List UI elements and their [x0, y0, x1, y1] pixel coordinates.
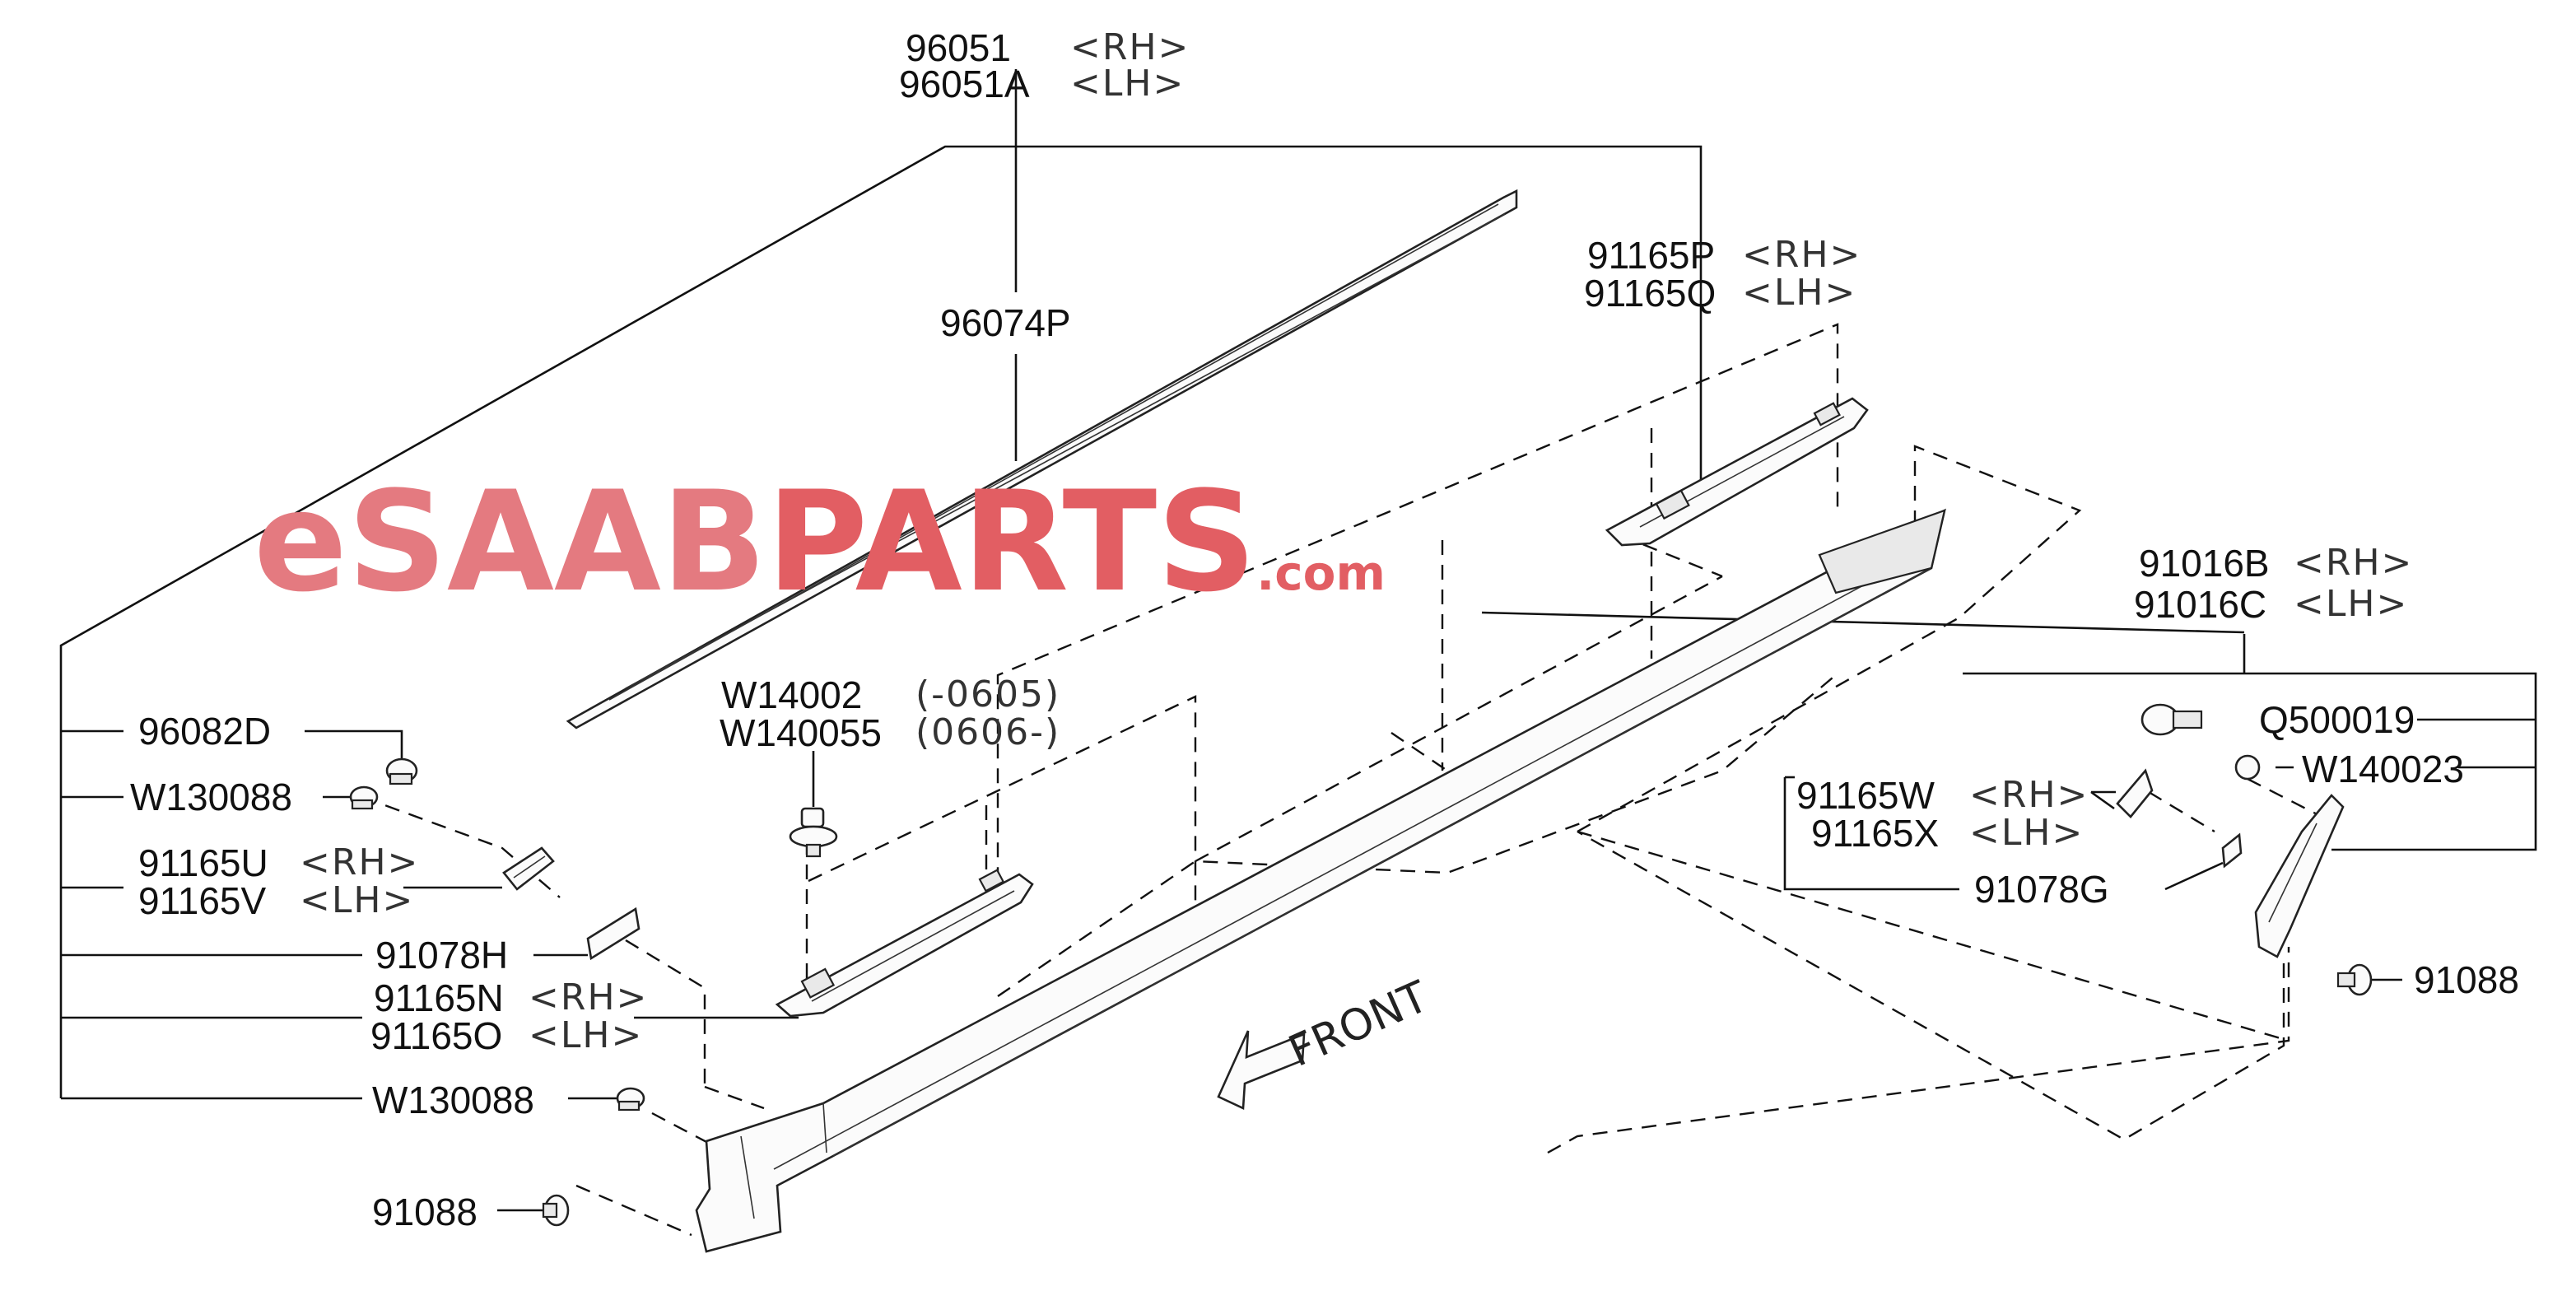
label-91078H: 91078H [375, 934, 508, 976]
label-96074P: 96074P [940, 301, 1071, 344]
logo-prefix: e [254, 461, 347, 622]
label-91016C: 91016C [2134, 583, 2266, 626]
logo-brand-grey: SAAB [347, 461, 766, 622]
label-91165Q-side: <LH> [1742, 272, 1856, 314]
label-91016C-side: <LH> [2294, 583, 2408, 625]
label-96051A-side: <LH> [1070, 63, 1185, 105]
label-91165W-side: <RH> [1969, 774, 2089, 816]
label-91165O: 91165O [370, 1014, 502, 1057]
label-91165U-side: <RH> [300, 841, 419, 883]
label-96051A: 96051A [899, 63, 1030, 105]
logo-suffix: .com [1256, 545, 1386, 601]
label-91165V-side: <LH> [300, 879, 414, 921]
front-label: FRONT [1282, 972, 1436, 1077]
label-91088-left: 91088 [372, 1191, 477, 1233]
label-96082D: 96082D [138, 710, 271, 753]
rocker-panel [695, 508, 1946, 1253]
left-small-parts [349, 757, 645, 1227]
step-plate-front [775, 869, 1034, 1018]
step-plate-rear [1605, 397, 1869, 547]
right-small-parts [2116, 703, 2373, 996]
svg-text:eSAABPARTS.com: eSAABPARTS.com [254, 461, 1386, 622]
label-91016B: 91016B [2139, 542, 2270, 585]
label-91165N-side: <RH> [529, 976, 648, 1018]
logo-brand-red: PARTS [766, 461, 1256, 622]
label-W140055: W140055 [720, 711, 882, 754]
label-91088-right: 91088 [2414, 958, 2519, 1001]
label-91165Q: 91165Q [1584, 272, 1716, 315]
esaabparts-logo: eSAABPARTS.com [254, 461, 1386, 622]
label-91165W: 91165W [1796, 774, 1935, 817]
label-91165X-side: <LH> [1969, 812, 2084, 854]
label-W130088-bottom: W130088 [372, 1079, 534, 1121]
label-91165V: 91165V [138, 879, 267, 922]
label-91165P-side: <RH> [1742, 234, 1861, 276]
label-W140055-range: (0606-) [915, 711, 1060, 753]
leader-lines [59, 69, 2537, 1212]
label-W14002: W14002 [721, 673, 862, 716]
label-Q500019: Q500019 [2259, 698, 2415, 741]
label-91165O-side: <LH> [529, 1014, 643, 1056]
label-96051: 96051 [906, 26, 1011, 69]
door-sill-molding [566, 189, 1518, 729]
label-91016B-side: <RH> [2294, 542, 2413, 584]
label-91165X: 91165X [1811, 812, 1939, 855]
clip-w14002 [789, 807, 838, 858]
front-arrow: FRONT [1217, 972, 1436, 1110]
label-91165N: 91165N [374, 976, 504, 1019]
label-96051-side: <RH> [1070, 26, 1190, 68]
labels: 96051 <RH> 96051A <LH> 96074P 91165P <RH… [130, 26, 2519, 1233]
label-91165U: 91165U [138, 841, 268, 884]
label-W14002-range: (-0605) [915, 673, 1060, 715]
label-W130088-top: W130088 [130, 776, 292, 818]
dashed-guides [361, 323, 2336, 1237]
label-91165P: 91165P [1587, 234, 1715, 277]
label-91078G: 91078G [1974, 868, 2109, 911]
label-W140023: W140023 [2302, 748, 2464, 790]
